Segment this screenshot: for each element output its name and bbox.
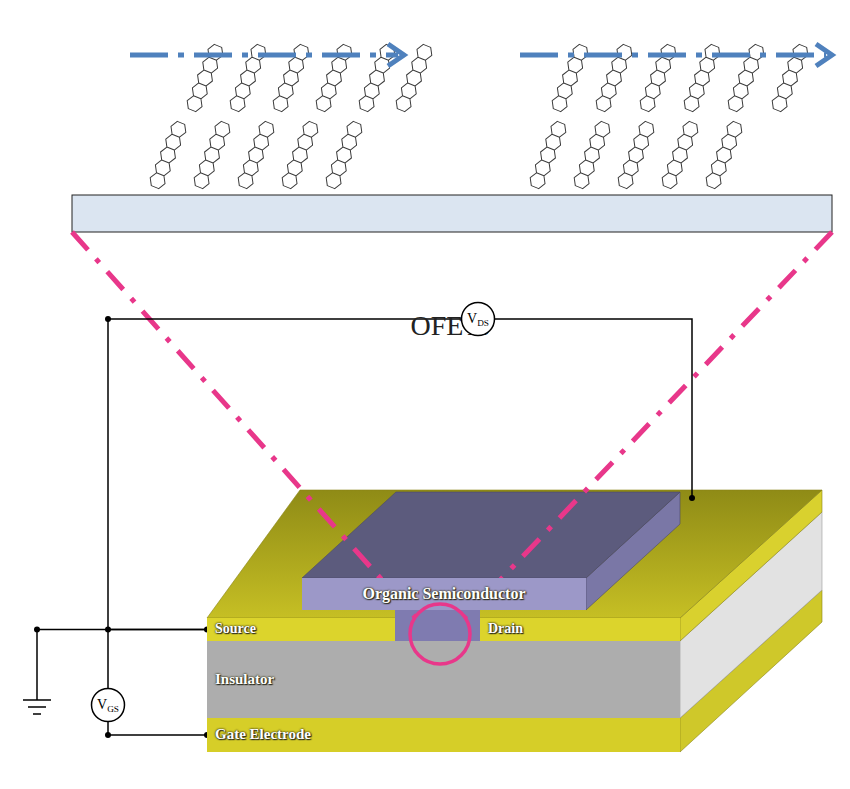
figure-heading: OFETs <box>330 309 570 343</box>
pentacene-molecule <box>704 120 745 190</box>
transport-arrow-shaft <box>130 53 398 58</box>
pentacene-molecule <box>660 120 701 190</box>
pentacene-molecule <box>236 120 277 190</box>
junction-dot <box>105 627 111 633</box>
pentacene-molecule <box>148 120 189 190</box>
junction-dot <box>105 316 111 322</box>
transport-arrow-head <box>388 44 404 66</box>
insulator-layer: Insulator <box>207 641 680 718</box>
gate-electrode: Gate Electrode <box>207 718 680 752</box>
source-electrode: Source <box>207 618 395 641</box>
source-circle-outline <box>92 689 125 722</box>
ground-symbol <box>23 700 51 714</box>
transport-arrows <box>130 44 832 66</box>
voltage-label: VDS <box>467 311 489 327</box>
voltage-source-gs: VGS <box>91 688 125 722</box>
circuit-wire <box>495 319 692 498</box>
pentacene-molecule <box>572 120 613 190</box>
zoom-leader-line <box>465 232 832 617</box>
layer-label: Insulator <box>215 671 274 688</box>
voltage-label: VGS <box>97 697 119 713</box>
transport-arrow-head <box>816 44 832 66</box>
pentacene-molecule <box>616 120 657 190</box>
circuit-wire <box>108 630 207 689</box>
pentacene-molecule <box>192 120 233 190</box>
zoom-leader-line <box>72 232 415 617</box>
junction-dots <box>34 316 695 738</box>
layer-label: Organic Semiconductor <box>359 585 528 603</box>
source-circle-outline <box>462 303 495 336</box>
layer-label: Drain <box>488 621 523 637</box>
voltage-source-ds: VDS <box>461 302 495 336</box>
layer-label: Source <box>215 621 256 637</box>
molecule-rows <box>148 43 811 190</box>
channel-zoom-bar <box>72 195 832 232</box>
device-stack-faces <box>207 490 822 752</box>
circuit-wire <box>108 722 207 735</box>
junction-dot <box>105 732 111 738</box>
transport-arrow-shaft <box>520 53 826 58</box>
pentacene-molecule <box>324 120 365 190</box>
ground-wire <box>37 629 108 631</box>
pentacene-molecule <box>280 120 321 190</box>
layer-label: Gate Electrode <box>215 726 311 743</box>
terminal-dot <box>689 495 695 501</box>
drain-electrode: Drain <box>480 618 680 641</box>
junction-dot <box>34 627 40 633</box>
semiconductor-top-face <box>302 492 680 578</box>
ground-wire <box>36 630 38 701</box>
electrode-top-face <box>207 490 822 618</box>
pentacene-molecule <box>528 120 569 190</box>
edge-layer <box>108 319 692 735</box>
